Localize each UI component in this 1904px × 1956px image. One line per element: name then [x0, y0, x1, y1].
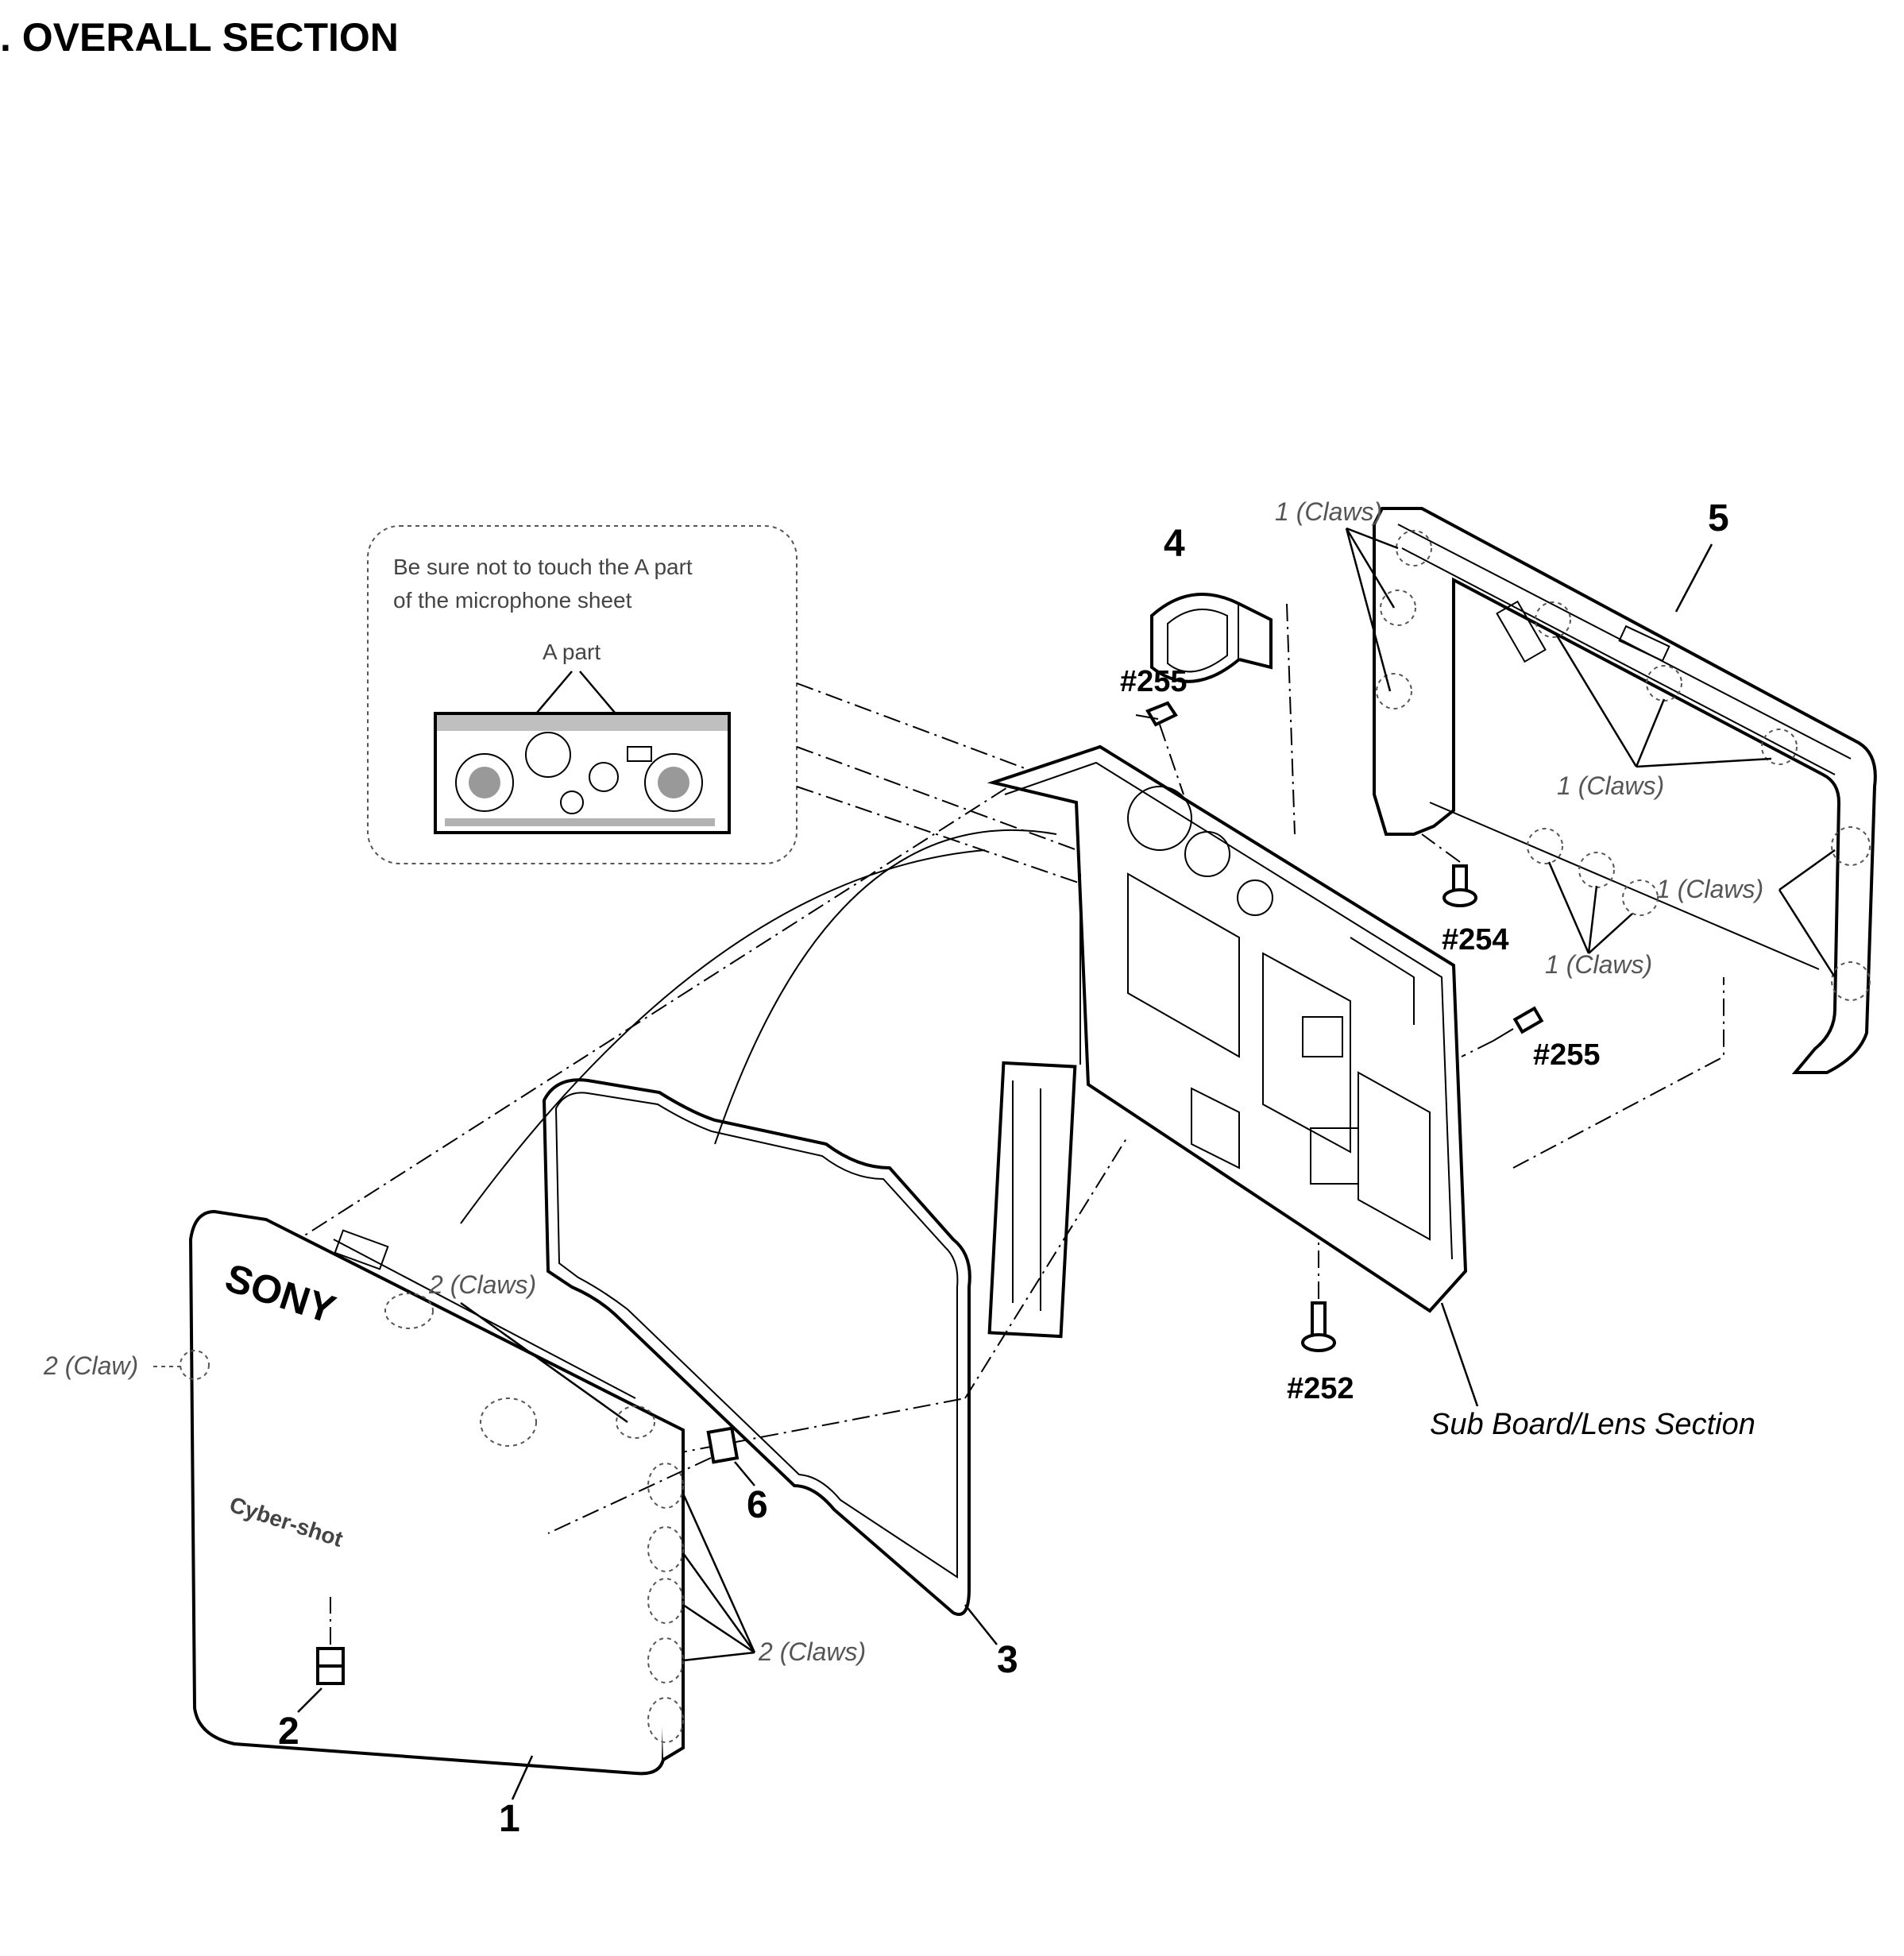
microphone-note-callout: Be sure not to touch the A part of the m…	[367, 525, 798, 864]
screw-254-label: #254	[1442, 923, 1509, 957]
part-2-label: 2	[278, 1711, 299, 1753]
callout-line-2: of the microphone sheet	[393, 588, 632, 613]
claws-label-top: 1 (Claws)	[1275, 497, 1382, 526]
screw-255-right-label: #255	[1533, 1038, 1601, 1072]
claws-label-right: 1 (Claws)	[1656, 875, 1763, 903]
part-6-connector	[547, 1426, 740, 1534]
screw-255-top-label: #255	[1120, 665, 1188, 698]
part-1-label: 1	[499, 1798, 520, 1840]
screw-254	[1442, 864, 1477, 907]
claws-label-bottom-left: 2 (Claws)	[758, 1637, 866, 1666]
claw-label-side: 2 (Claw)	[43, 1351, 138, 1380]
part-5-label: 5	[1708, 497, 1729, 539]
callout-line-1: Be sure not to touch the A part	[393, 555, 693, 579]
screw-252-label: #252	[1287, 1372, 1354, 1405]
part-6-label: 6	[747, 1484, 768, 1526]
screw-252	[1301, 1301, 1336, 1352]
screw-255-right	[1493, 1006, 1544, 1042]
part-4-ring	[1150, 593, 1273, 683]
part-2-badge	[316, 1597, 345, 1685]
claws-label-panel-top: 2 (Claws)	[428, 1270, 536, 1299]
sub-board-lens-section-drawing	[987, 744, 1468, 1339]
part-5-rear-frame	[1373, 507, 1877, 1074]
sub-board-lens-section-label: Sub Board/Lens Section	[1430, 1408, 1755, 1441]
screw-255-top	[1135, 701, 1178, 727]
part-4-label: 4	[1164, 523, 1185, 565]
claws-label-bottom: 1 (Claws)	[1545, 950, 1652, 979]
part-4-leader	[1286, 603, 1296, 835]
part-3-label: 3	[997, 1639, 1018, 1681]
microphone-sheet-detail-drawing	[434, 712, 731, 834]
part-3-gasket	[542, 1078, 971, 1616]
section-title: . OVERALL SECTION	[0, 15, 399, 60]
a-part-label: A part	[543, 640, 601, 664]
part-1-front-cover	[188, 1209, 685, 1776]
claws-label-right-top: 1 (Claws)	[1557, 771, 1664, 800]
